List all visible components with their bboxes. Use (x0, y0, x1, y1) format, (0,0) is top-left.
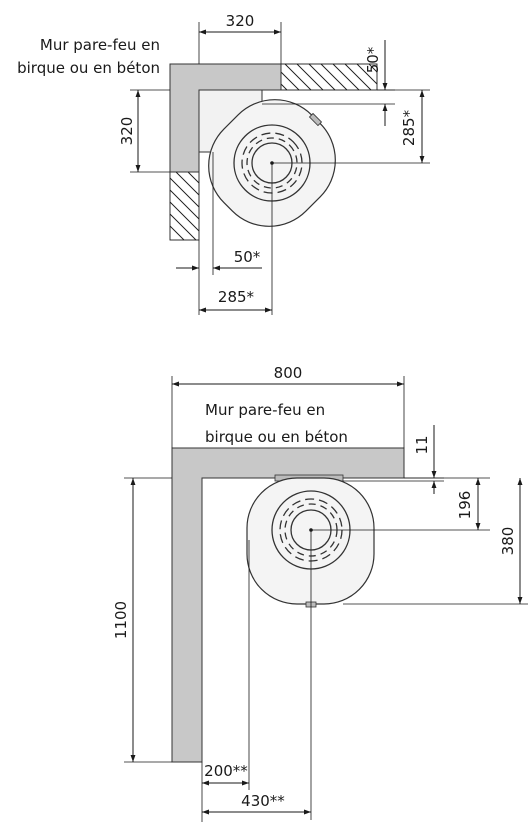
stove-wall-view (246, 474, 375, 608)
wall-label-bottom-line2: birque ou en béton (205, 428, 348, 446)
dim-left-gap: 50* (176, 152, 262, 315)
dim-bottom-height-label: 1100 (112, 601, 130, 639)
dim-top-width: 320 (198, 12, 282, 64)
corner-installation-diagram: 320 Mur pare-feu en birque ou en béton 3… (17, 12, 430, 315)
dim-bottom-center-y-label: 196 (456, 491, 474, 520)
dim-bottom-height: 1100 (112, 477, 172, 763)
dim-bottom-depth-label: 380 (499, 527, 517, 556)
dim-bottom-depth: 380 (343, 478, 528, 605)
dim-left-gap-label: 50* (234, 248, 261, 266)
dim-left-center: 285* (199, 288, 272, 313)
dim-bottom-gap-label: 11 (413, 435, 431, 454)
dim-top-center-vertical-label: 285* (400, 109, 418, 146)
dim-left-center-label: 285* (218, 288, 255, 306)
dim-bottom-center-x: 430** (202, 792, 311, 815)
dim-top-width-label: 320 (226, 12, 255, 30)
dim-bottom-center-y: 196 (404, 477, 490, 530)
wall-installation-diagram: 800 Mur pare-feu en birque ou en béton 1… (112, 364, 528, 822)
wall-label-bottom-line1: Mur pare-feu en (205, 401, 325, 419)
wall-label-line2: birque ou en béton (17, 59, 160, 77)
dim-top-height-label: 320 (118, 117, 136, 146)
dim-top-gap-label: 50* (364, 46, 382, 73)
dim-bottom-left-gap-label: 200** (204, 762, 248, 780)
dim-bottom-width: 800 (171, 364, 405, 448)
dim-bottom-center-x-label: 430** (241, 792, 285, 810)
wall-label-line1: Mur pare-feu en (40, 36, 160, 54)
hatched-wall-left (169, 171, 200, 241)
hatched-wall-top (280, 63, 378, 91)
dim-bottom-width-label: 800 (274, 364, 303, 382)
dim-top-center-vertical: 285* (377, 89, 430, 163)
dim-top-height: 320 (118, 89, 170, 173)
